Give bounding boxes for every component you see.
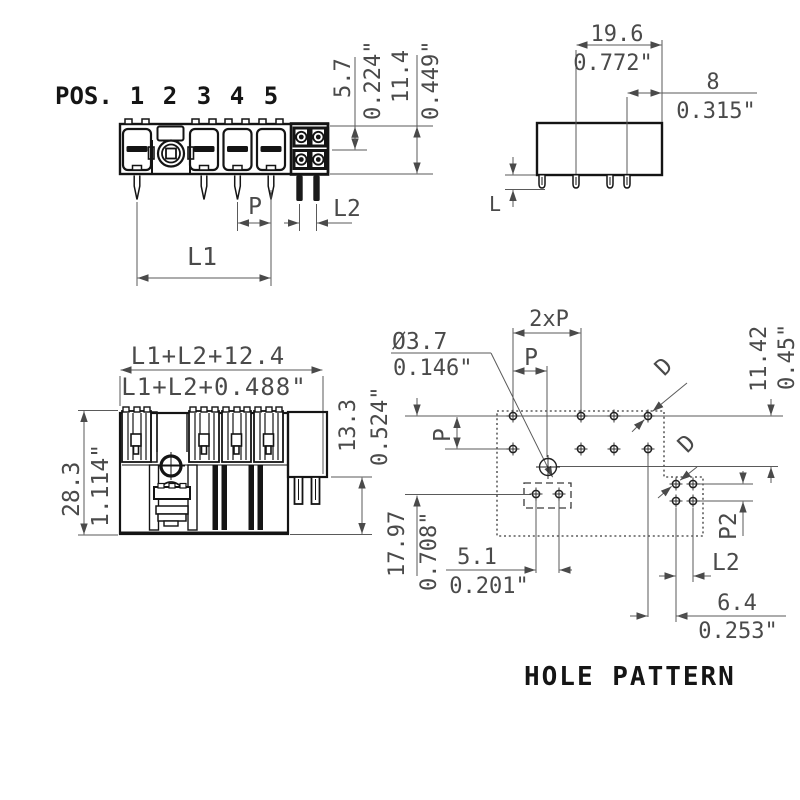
dim-l2-label-hp: L2: [712, 550, 740, 576]
side-view-body: [118, 406, 329, 536]
dim-5-1-mm: 5.1: [457, 545, 497, 570]
hole-pattern-dimensions: [391, 329, 786, 620]
dim-13-3-in: 0.524": [368, 387, 393, 466]
pos-number-5: 5: [264, 82, 278, 110]
dim-l1-label: L1: [187, 242, 217, 271]
hole-pattern-title: HOLE PATTERN: [524, 662, 736, 692]
dim-p-label: P: [248, 194, 262, 220]
dim-6-4-mm: 6.4: [717, 591, 757, 616]
dim-5-7-mm: 5.7: [331, 58, 356, 98]
hole-diameter-label-2: D: [673, 430, 701, 458]
pos-number-3: 3: [197, 82, 211, 110]
side-view-dimensions: [78, 366, 372, 536]
dim-19-6-mm: 19.6: [591, 22, 644, 47]
dim-pin-length-label: L: [489, 192, 501, 216]
dim-11-4-in: 0.449": [419, 41, 444, 120]
front-view-dimensions: [136, 55, 433, 286]
side-profile-view: 19.6 0.772" 8 0.315" L: [489, 22, 757, 216]
dim-2xp-label: 2xP: [529, 307, 569, 332]
dim-13-3-mm: 13.3: [336, 399, 361, 452]
hole-pattern-reference-lines: [405, 328, 783, 622]
pos-number-4: 4: [230, 82, 244, 110]
screw-head: [156, 139, 186, 168]
dim-17-97-in: 0.708": [417, 512, 442, 591]
dim-l1l2-mm: L1+L2+12.4: [131, 342, 286, 370]
solder-pins: [133, 175, 275, 200]
dim-6-4-in: 0.253": [698, 619, 777, 644]
dim-11-4-mm: 11.4: [389, 50, 414, 103]
dim-11-42-in: 0.45": [775, 324, 800, 390]
side-view: L1+L2+12.4 L1+L2+0.488" 28.3 1.114" 13.3…: [59, 342, 393, 536]
flange-pin-outline: [523, 482, 572, 509]
front-view-body: [118, 118, 330, 201]
screw-funnel: [156, 125, 185, 142]
holes: [506, 409, 700, 508]
dim-5-1-in: 0.201": [449, 574, 528, 599]
dim-5-7-in: 0.224": [361, 41, 386, 120]
dim-l1l2-in: L1+L2+0.488": [121, 373, 306, 401]
dim-p-left-label: P: [430, 428, 456, 442]
dim-11-42-mm: 11.42: [747, 326, 772, 392]
pos-label: POS.: [55, 82, 113, 110]
dim-diameter-mm: Ø3.7: [392, 329, 447, 355]
socket-block: [289, 122, 330, 176]
dim-diameter-in: 0.146": [393, 356, 472, 381]
dim-28-3-in: 1.114": [88, 444, 114, 527]
dim-8-mm: 8: [706, 70, 719, 95]
hole-diameter-label-1: D: [650, 353, 678, 381]
front-view: POS. 1 2 3 4 5: [55, 41, 444, 286]
dim-19-6-in: 0.772": [573, 51, 652, 76]
dim-p-top-label: P: [524, 345, 538, 371]
hole-pattern-view: 2xP P P Ø3.7 0.146" 17.97 0.708" 11.42 0…: [385, 307, 800, 692]
dim-28-3-mm: 28.3: [59, 462, 85, 517]
pos-number-1: 1: [130, 82, 144, 110]
profile-dimensions: [505, 40, 757, 207]
footprint-outline: [496, 410, 704, 537]
dim-8-in: 0.315": [676, 99, 755, 124]
dim-l2-label: L2: [333, 196, 361, 222]
dim-17-97-mm: 17.97: [385, 511, 410, 577]
profile-body: [535, 121, 664, 189]
pos-number-2: 2: [163, 82, 177, 110]
dim-p2-label: P2: [716, 512, 742, 540]
